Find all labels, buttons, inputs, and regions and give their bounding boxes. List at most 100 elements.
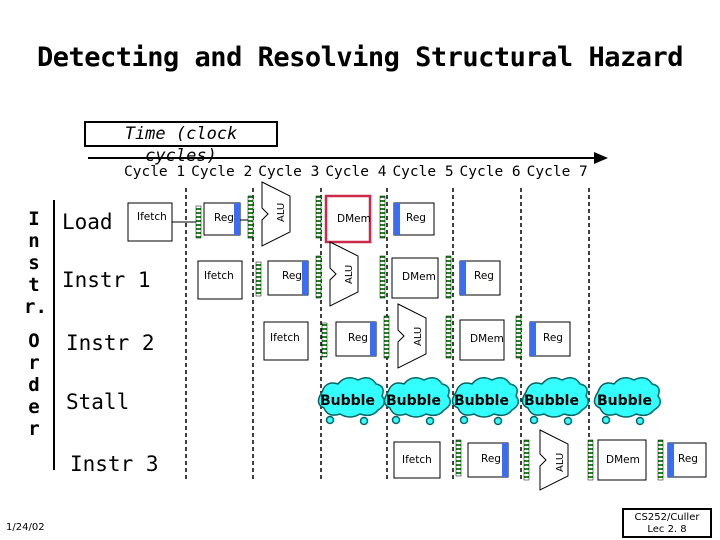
time-axis-arrow [88,152,608,164]
reg-stage [467,442,509,478]
reg-stage [667,442,707,478]
ifetch-label: Ifetch [137,211,167,223]
instr-label-load: Load [62,210,113,234]
pipeline-latch [445,315,452,359]
pipeline-latch [523,439,530,481]
reg-stage [459,260,501,296]
ifetch-label: Ifetch [270,332,300,344]
lecture-number: Lec 2. 8 [647,524,687,535]
instr-order-label: I n s t r. O r d e r [24,208,47,440]
pipeline-row-instr-1: Ifetch Reg ALU DMem Reg [197,241,501,307]
cycle-label: Cycle 2 [191,164,253,180]
dmem-label: DMem [337,213,371,225]
ifetch-label: Ifetch [402,454,432,466]
reg-read-highlight [668,443,674,477]
instr-label-stall: Stall [66,390,130,414]
order-letter: s [28,252,40,274]
dmem-label: DMem [402,271,436,283]
course-name: CS252/Culler [634,512,700,523]
reg-label: Reg [282,270,302,282]
cycle-label: Cycle 1 [124,164,186,180]
order-bracket-line [53,200,55,470]
alu-label: ALU [344,265,355,284]
order-letter: t [28,274,40,296]
reg-label: Reg [214,212,234,224]
pipeline-row-load: Ifetch Reg ALU DMem Reg [127,181,435,247]
bubble: Bubble [521,377,589,426]
reg-label: Reg [406,212,426,224]
pipeline-latch [379,195,386,239]
reg-label: Reg [481,453,501,465]
reg-label: Reg [678,453,698,465]
reg-stage [529,321,571,357]
ifetch-label: Ifetch [204,270,234,282]
dmem-label: DMem [606,454,640,466]
pipeline-latch [379,255,386,299]
pipeline-row-stall: Bubble Bubble Bubble Bubble Bubble [317,377,661,426]
reg-read-highlight [460,261,466,295]
reg-label: Reg [543,332,563,344]
ifetch-stage [263,321,309,361]
alu-stage [329,241,359,307]
slide-date: 1/24/02 [6,522,45,533]
order-letter: O [28,330,40,352]
alu-label: ALU [276,203,287,222]
pipeline-latch [195,205,202,239]
dmem-stage [391,257,439,299]
alu-label: ALU [555,453,566,472]
pipeline-row-instr-3: Ifetch Reg ALU DMem Reg [393,429,707,491]
bubble: Bubble [383,377,451,426]
pipeline-latch [455,439,462,477]
bubble: Bubble [451,377,519,426]
bubble: Bubble [593,377,661,426]
cycle-label: Cycle 5 [392,164,454,180]
pipeline-latch [321,322,328,358]
cycle-label: Cycle 3 [258,164,320,180]
pipeline-latch [587,439,594,481]
instr-label-2: Instr 2 [66,331,155,355]
bubble: Bubble [317,377,385,426]
pipeline-latch [515,315,522,359]
cycle-label: Cycle 6 [459,164,521,180]
bubble-label: Bubble [320,393,375,409]
course-info-box: CS252/Culler Lec 2. 8 [622,508,712,538]
instr-label-1: Instr 1 [62,268,151,292]
pipeline-latch [657,439,664,481]
dmem-stage [597,439,647,481]
order-letter: r [28,352,40,374]
reg-stage [393,202,435,236]
pipeline-latch [247,195,254,239]
reg-write-highlight [234,203,240,235]
bubble-label: Bubble [524,393,579,409]
order-letter: I [28,208,40,230]
order-letter: r. [24,296,47,318]
alu-stage [539,429,569,491]
time-label: Time (clock cycles) [124,124,238,166]
pipeline-latch [315,195,322,239]
page-title: Detecting and Resolving Structural Hazar… [37,42,683,73]
reg-label: Reg [474,270,494,282]
dmem-stage [459,319,505,361]
alu-stage [397,303,427,369]
reg-write-highlight [302,261,308,295]
order-letter: d [28,374,40,396]
alu-label: ALU [413,327,424,346]
reg-write-highlight [502,443,508,477]
pipeline-row-instr-2: Ifetch Reg ALU DMem Reg [263,303,571,369]
ifetch-stage [197,260,243,300]
reg-write-highlight [370,322,376,356]
bubble-label: Bubble [386,393,441,409]
bubble-label: Bubble [597,393,652,409]
instr-label-3: Instr 3 [70,452,159,476]
pipeline-latch [445,255,452,299]
pipeline-latch [255,261,262,297]
reg-stage [335,321,377,357]
dmem-label: DMem [470,333,504,345]
dmem-stage-conflict [324,194,372,244]
cycle-label: Cycle 7 [526,164,588,180]
order-letter: r [28,418,40,440]
time-label-box: Time (clock cycles) [84,121,278,166]
ifetch-stage [393,441,441,479]
